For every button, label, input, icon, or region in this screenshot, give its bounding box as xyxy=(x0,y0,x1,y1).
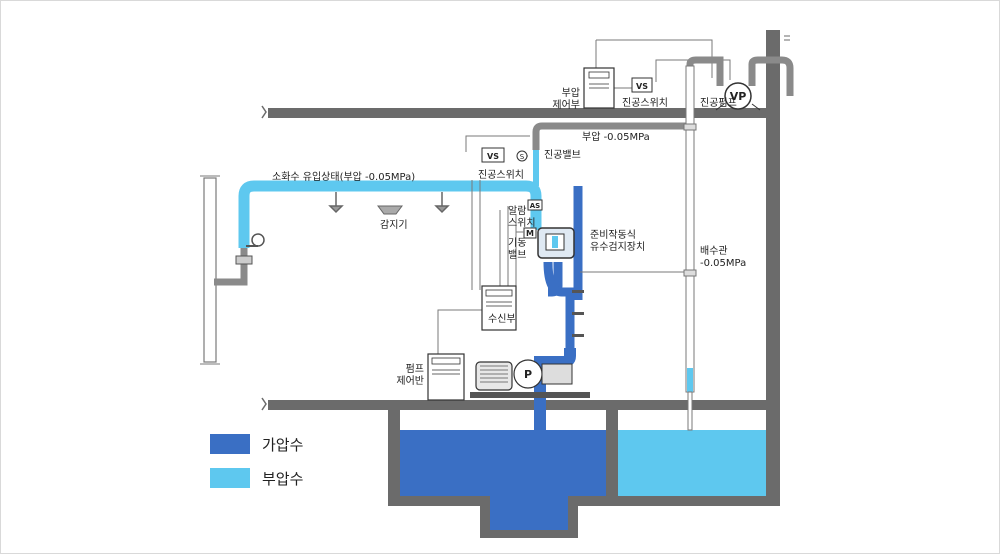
vacuum-valve-icon xyxy=(516,150,528,162)
right-wall xyxy=(766,30,780,418)
label-vacuum-valve: 진공밸브 xyxy=(544,149,581,161)
tank-divider xyxy=(606,410,618,496)
label-preaction-valve-2: 유수검지장치 xyxy=(590,241,645,253)
label-vacuum-switch-mid: 진공스위치 xyxy=(478,168,524,181)
label-pump-p: P xyxy=(524,368,532,381)
label-alarm-switch-1: 알람 xyxy=(508,204,526,217)
sprinkler-heads xyxy=(328,192,450,214)
label-vp: VP xyxy=(730,90,747,103)
vacuum-pump xyxy=(724,82,752,110)
label-booster-control-1: 부압 xyxy=(562,86,580,99)
label-vs-mid: VS xyxy=(487,152,499,161)
label-as: AS xyxy=(530,202,540,210)
label-actuated-valve-2: 밸브 xyxy=(508,249,526,261)
booster-control-panel xyxy=(583,67,615,109)
pump-control-panel xyxy=(427,353,465,401)
tank-wall-right xyxy=(766,410,780,506)
upper-slab xyxy=(268,108,780,118)
label-m: M xyxy=(526,229,534,238)
actuated-valve-box xyxy=(523,227,537,239)
detector-icon xyxy=(377,205,403,215)
pump-suction-pipe xyxy=(534,348,576,430)
branch-pipe-low-pressure xyxy=(238,180,542,248)
legend-label-low-pressure: 부압수 xyxy=(262,470,303,488)
label-vacuum-valve-s: S xyxy=(520,153,525,161)
label-pump-control-1: 펌프 xyxy=(406,363,424,375)
ground-slab-left xyxy=(268,400,390,410)
tank-floor xyxy=(388,496,780,506)
label-negative-pressure: 부압 -0.05MPa xyxy=(582,130,650,143)
label-preaction-valve-1: 준비작동식 xyxy=(590,229,636,241)
label-vacuum-pump: 진공펌프 xyxy=(700,97,737,109)
alarm-switch-box xyxy=(527,199,543,211)
label-pump-control-2: 제어반 xyxy=(396,375,424,387)
ground-slab-right xyxy=(606,400,780,410)
pressurized-water-tank xyxy=(400,430,606,496)
tank-wall-left xyxy=(388,410,400,506)
label-vacuum-switch-top: 진공스위치 xyxy=(622,96,668,109)
ground-slab-mid xyxy=(390,400,606,410)
label-actuated-valve-1: 기동 xyxy=(508,237,526,249)
low-pressure-water-tank xyxy=(618,430,766,496)
legend: 가압수 부압수 xyxy=(210,434,303,488)
label-receiver: 수신부 xyxy=(488,313,516,325)
legend-swatch-pressurized xyxy=(210,434,250,454)
sump-water xyxy=(490,496,568,530)
label-alarm-switch-2: 스위치 xyxy=(508,216,536,229)
label-drain-pipe-2: -0.05MPa xyxy=(700,258,746,269)
legend-label-pressurized: 가압수 xyxy=(262,436,303,454)
label-drain-pipe-1: 배수관 xyxy=(700,245,728,257)
receiver-panel xyxy=(481,285,517,331)
vacuum-switch-top-box xyxy=(631,77,653,93)
vacuum-switch-mid-box xyxy=(481,147,505,163)
label-booster-control-2: 제어부 xyxy=(552,99,580,111)
label-vs-top: VS xyxy=(636,82,648,91)
label-water-state: 소화수 유입상태(부압 -0.05MPa) xyxy=(272,170,415,183)
legend-swatch-low-pressure xyxy=(210,468,250,488)
label-detector: 감지기 xyxy=(380,219,408,231)
fire-pump xyxy=(470,359,590,398)
left-column xyxy=(203,177,217,363)
